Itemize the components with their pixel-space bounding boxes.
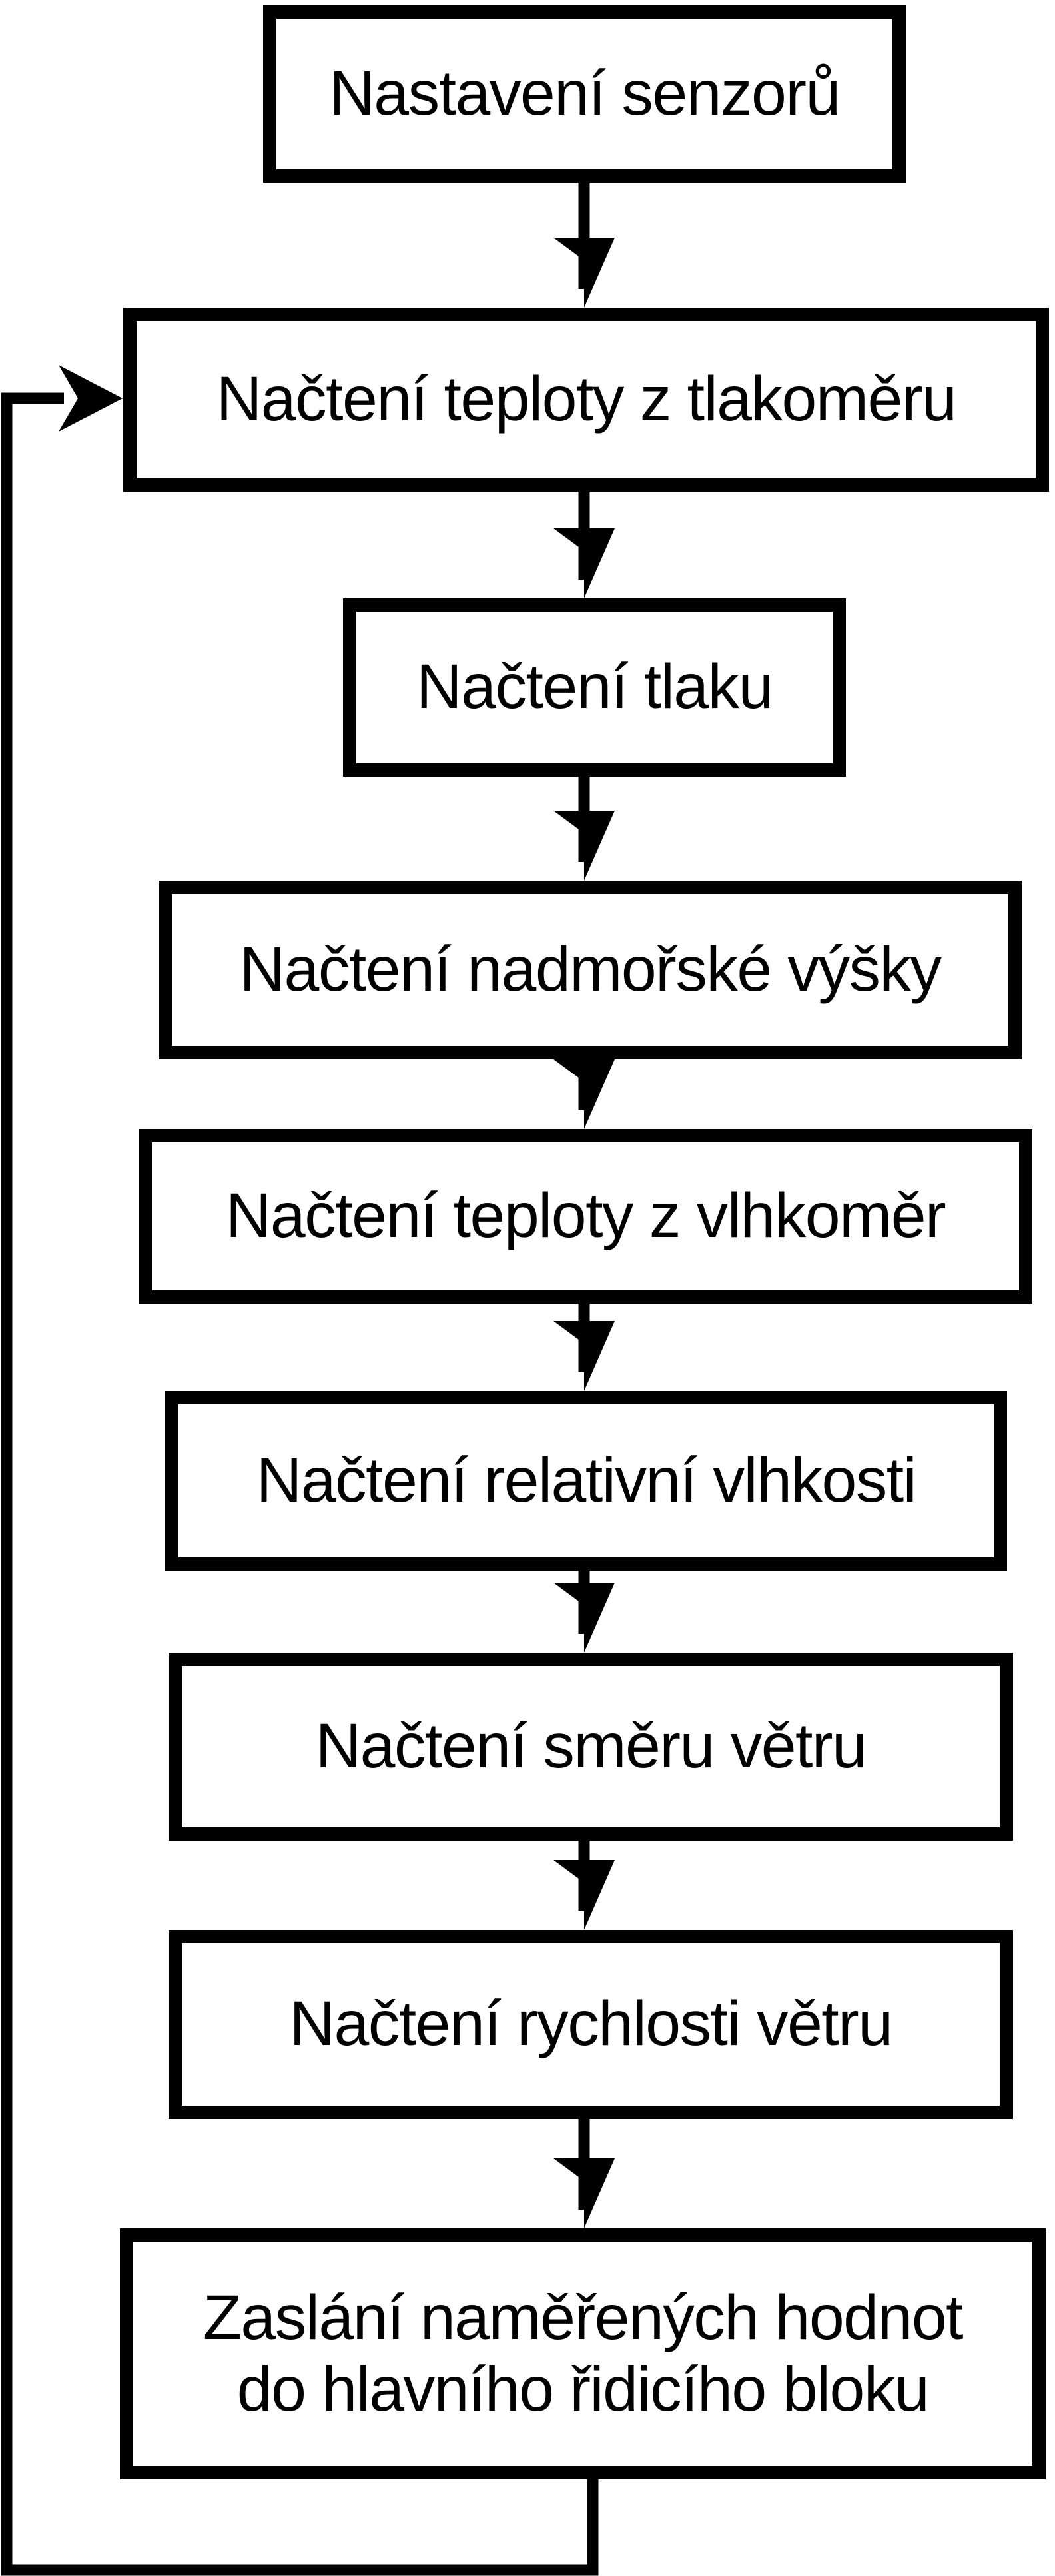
flow-node-read-wind-direction: Načtení směru větru xyxy=(169,1653,1013,1841)
flow-node-label: Načtení teploty z tlakoměru xyxy=(216,364,957,435)
arrowhead-icon xyxy=(553,238,615,308)
arrowhead-icon xyxy=(553,1583,615,1653)
flow-node-setup-sensors: Nastavení senzorů xyxy=(263,5,906,183)
flow-node-read-pressure: Načtení tlaku xyxy=(343,598,846,777)
flow-node-label: Nastavení senzorů xyxy=(329,58,841,129)
flow-node-label-line2: do hlavního řidicího bloku xyxy=(236,2354,930,2425)
flow-node-read-relative-humidity: Načtení relativní vlhkosti xyxy=(165,1391,1007,1571)
arrowhead-icon xyxy=(553,1321,615,1391)
arrowhead-icon xyxy=(553,1059,615,1129)
flow-node-read-altitude: Načtení nadmořské výšky xyxy=(159,881,1022,1059)
arrowhead-icon xyxy=(553,528,615,598)
flow-node-label: Načtení rychlosti větru xyxy=(289,1988,893,2060)
flow-node-label: Načtení teploty z vlhkoměr xyxy=(225,1180,946,1252)
flow-node-send-measured-values: Zaslání naměřených hodnot do hlavního ři… xyxy=(120,2228,1046,2479)
flow-node-label-line1: Zaslání naměřených hodnot xyxy=(202,2282,964,2354)
flow-node-label: Načtení relativní vlhkosti xyxy=(256,1445,917,1516)
arrowhead-icon xyxy=(553,2158,615,2228)
arrowhead-icon xyxy=(553,811,615,881)
flow-node-label: Načtení tlaku xyxy=(416,651,773,723)
arrowhead-icon xyxy=(553,1860,615,1930)
flow-node-label: Načtení nadmořské výšky xyxy=(239,934,942,1005)
flow-node-label: Načtení směru větru xyxy=(315,1711,867,1782)
flow-node-read-temp-hygrometer: Načtení teploty z vlhkoměr xyxy=(139,1129,1032,1304)
loop-back-connector xyxy=(1,392,599,2576)
flow-node-read-wind-speed: Načtení rychlosti větru xyxy=(169,1930,1013,2119)
loop-back-arrowhead-icon xyxy=(59,365,123,432)
flow-node-label: Zaslání naměřených hodnot do hlavního ři… xyxy=(202,2282,964,2425)
flow-node-read-temp-barometer: Načtení teploty z tlakoměru xyxy=(123,308,1049,492)
